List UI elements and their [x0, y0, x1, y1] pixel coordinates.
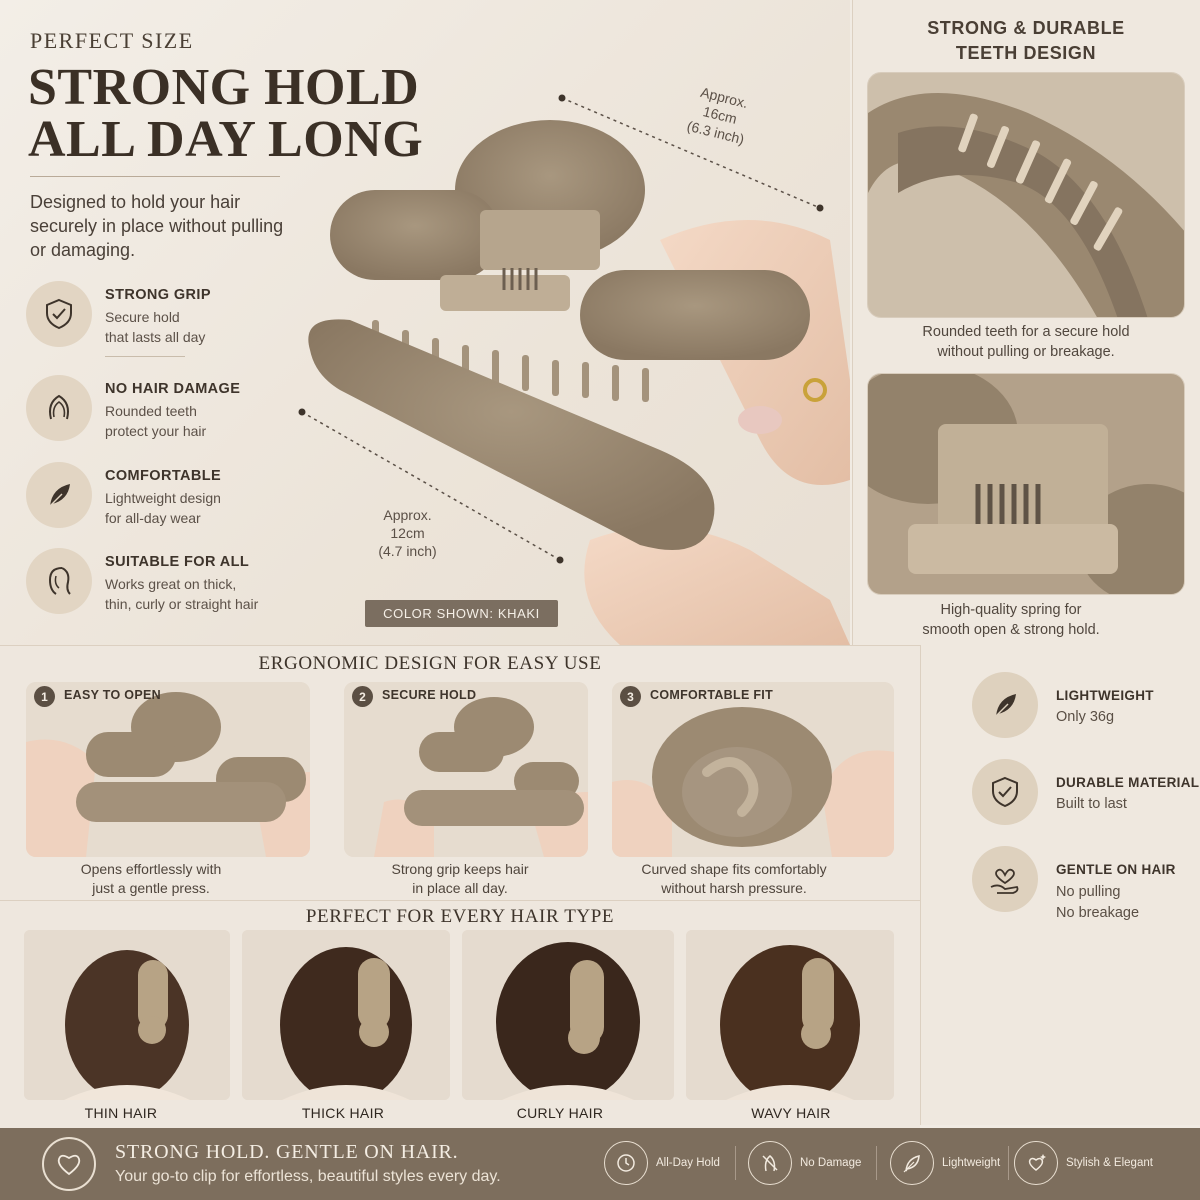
spec-title: DURABLE MATERIAL [1056, 775, 1200, 790]
hero-kicker: PERFECT SIZE [30, 28, 194, 53]
footer-separator [1008, 1146, 1009, 1180]
feature-desc: that lasts all day [105, 329, 206, 345]
footer-bar [0, 1128, 1200, 1200]
feather-icon [972, 672, 1038, 738]
feature-desc: for all-day wear [105, 510, 201, 526]
hair-profile-icon [26, 548, 92, 614]
hero-subtitle: Designed to hold your hair securely in p… [30, 192, 284, 260]
shield-check-icon [972, 759, 1038, 825]
step-label: SECURE HOLD [382, 688, 477, 702]
feature-desc: Works great on thick, [105, 576, 237, 592]
feature-no-hair-damage: NO HAIR DAMAGE Rounded teeth protect you… [26, 375, 326, 455]
hair-types-title: PERFECT FOR EVERY HAIR TYPE [305, 906, 615, 927]
feather-icon [26, 462, 92, 528]
hair-type-label: THICK HAIR [301, 1105, 385, 1121]
teeth-closeup-image [867, 72, 1185, 318]
hair-photo-curly [462, 930, 674, 1100]
feature-desc: Rounded teeth [105, 403, 197, 419]
spec-desc: No breakage [1056, 905, 1140, 921]
step-label: EASY TO OPEN [64, 688, 161, 702]
ergonomic-title: ERGONOMIC DESIGN FOR EASY USE [258, 653, 602, 674]
feature-title: COMFORTABLE [105, 468, 222, 484]
feature-title: SUITABLE FOR ALL [105, 554, 250, 570]
claw-clip-product-image [298, 94, 850, 645]
feature-suitable-for-all: SUITABLE FOR ALL Works great on thick, t… [26, 548, 326, 628]
footer-badge-no-damage: No Damage [748, 1140, 861, 1186]
step-label: COMFORTABLE FIT [650, 688, 773, 702]
step-card-secure-hold: 2 SECURE HOLD [344, 682, 588, 857]
feather-icon [890, 1141, 934, 1185]
footer-badge-lightweight: Lightweight [890, 1140, 1000, 1186]
step-card-comfortable-fit: 3 COMFORTABLE FIT [612, 682, 894, 857]
step-number: 3 [620, 686, 641, 707]
feature-title: STRONG GRIP [105, 287, 211, 303]
specs-panel [920, 645, 1200, 1125]
step-card-easy-to-open: 1 EASY TO OPEN [26, 682, 310, 857]
spec-desc: Only 36g [1056, 709, 1115, 725]
footer-separator [735, 1146, 736, 1180]
hero-headline-line2: ALL DAY LONG [28, 111, 424, 168]
hair-photo-thick [242, 930, 450, 1100]
footer-headline: STRONG HOLD. GENTLE ON HAIR. [115, 1141, 459, 1163]
feature-comfortable: COMFORTABLE Lightweight design for all-d… [26, 462, 326, 542]
feature-strong-grip: STRONG GRIP Secure hold that lasts all d… [26, 281, 326, 361]
feature-desc: protect your hair [105, 423, 207, 439]
sparkle-heart-icon [1014, 1141, 1058, 1185]
hair-type-label: WAVY HAIR [751, 1105, 831, 1121]
hair-photo-wavy [686, 930, 894, 1100]
hair-type-label: CURLY HAIR [516, 1105, 604, 1121]
footer-separator [876, 1146, 877, 1180]
spring-closeup-image [867, 373, 1185, 595]
spec-title: LIGHTWEIGHT [1056, 688, 1154, 703]
feature-desc: Secure hold [105, 309, 180, 325]
feature-desc: Lightweight design [105, 490, 221, 506]
no-damage-icon [748, 1141, 792, 1185]
spec-desc: Built to last [1056, 796, 1127, 812]
heart-icon [42, 1137, 96, 1191]
spec-title: GENTLE ON HAIR [1056, 862, 1176, 877]
clock-arrow-icon [604, 1141, 648, 1185]
spec-desc: No pulling [1056, 884, 1121, 900]
feature-desc: thin, curly or straight hair [105, 596, 259, 612]
hero-headline-line1: STRONG HOLD [28, 59, 420, 116]
color-shown-badge: COLOR SHOWN: KHAKI [365, 600, 558, 627]
hair-photo-thin [24, 930, 230, 1100]
step-number: 1 [34, 686, 55, 707]
hair-head-icon [26, 375, 92, 441]
footer-subtitle: Your go-to clip for effortless, beautifu… [115, 1168, 501, 1185]
feature-divider [105, 356, 185, 357]
dimension-label-short: Approx. 12cm (4.7 inch) [378, 507, 437, 559]
shield-check-icon [26, 281, 92, 347]
headline-divider [30, 176, 280, 177]
heart-hand-icon [972, 846, 1038, 912]
hair-type-label: THIN HAIR [84, 1105, 158, 1121]
teeth-design-title: STRONG & DURABLE TEETH DESIGN [927, 18, 1125, 63]
teeth-caption: Rounded teeth for a secure hold without … [922, 324, 1130, 360]
footer-badge-all-day-hold: All-Day Hold [604, 1140, 720, 1186]
step-number: 2 [352, 686, 373, 707]
feature-title: NO HAIR DAMAGE [105, 381, 241, 397]
footer-badge-stylish-elegant: Stylish & Elegant [1014, 1140, 1153, 1186]
spring-caption: High-quality spring for smooth open & st… [922, 602, 1100, 638]
